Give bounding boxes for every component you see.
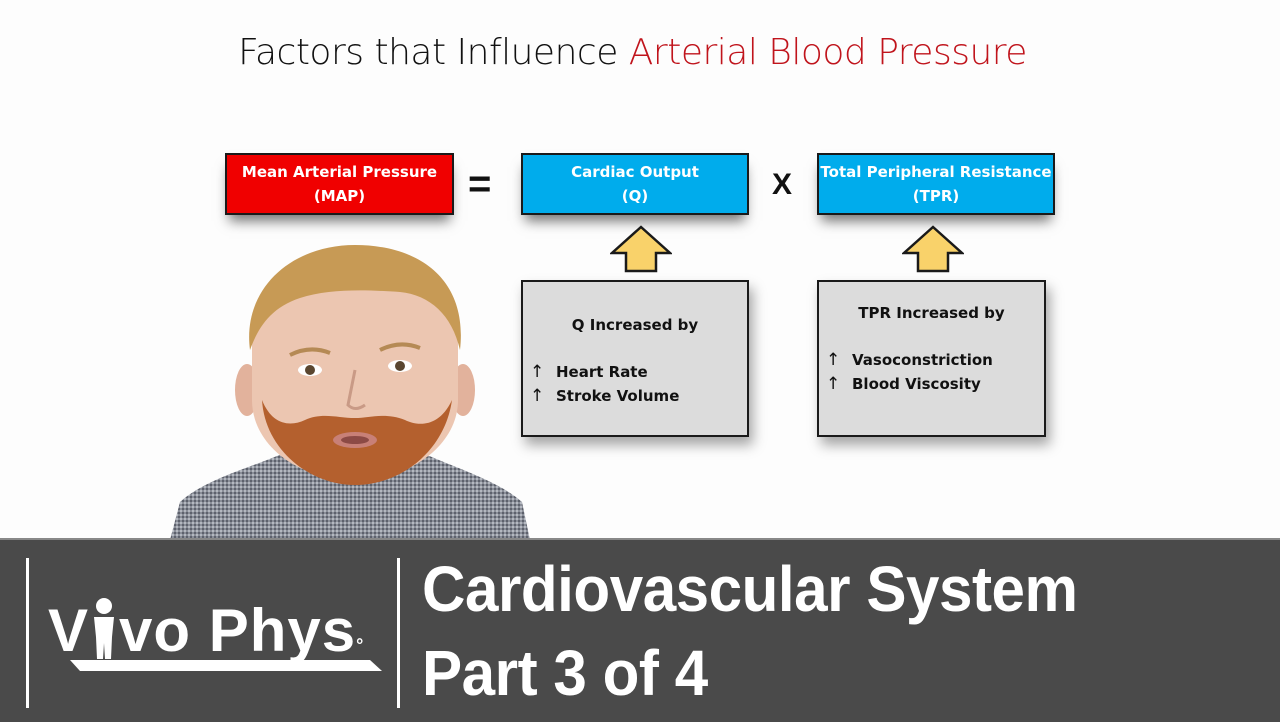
multiply-sign: X [772,168,793,201]
factor-label: Vasoconstriction [852,351,993,369]
q-increased-box: Q Increased by ↑ Heart Rate ↑ Stroke Vol… [521,280,749,437]
tpr-increased-box: TPR Increased by ↑ Vasoconstriction ↑ Bl… [817,280,1046,437]
list-item: ↑ Heart Rate [530,360,679,384]
title-banner: V vo Phys° Cardiovascular System Part 3 … [0,538,1280,722]
tpr-box: Total Peripheral Resistance (TPR) [817,153,1055,215]
map-label: Mean Arterial Pressure [241,163,438,181]
cardiac-output-abbrev: (Q) [621,187,649,205]
q-factor-list: ↑ Heart Rate ↑ Stroke Volume [530,360,679,408]
presenter-image [170,245,530,540]
cardiac-output-box: Cardiac Output (Q) [521,153,749,215]
person-icon [94,598,115,659]
equals-sign: = [468,162,492,206]
increase-arrow-icon: ↑ [826,350,841,370]
tpr-label: Total Peripheral Resistance [820,163,1052,181]
tpr-box-title: TPR Increased by [858,304,1005,322]
tpr-abbrev: (TPR) [912,187,960,205]
arrow-up-icon [902,225,964,273]
map-box: Mean Arterial Pressure (MAP) [225,153,454,215]
cardiac-output-label: Cardiac Output [571,163,699,181]
divider-left [26,558,29,708]
arrow-up-icon [610,225,672,273]
slide: Factors that Influence Arterial Blood Pr… [0,32,1265,540]
increase-arrow-icon: ↑ [530,386,545,406]
divider-middle [397,558,400,708]
increase-arrow-icon: ↑ [826,374,841,394]
list-item: ↑ Stroke Volume [530,384,679,408]
factor-label: Blood Viscosity [852,375,981,393]
increase-arrow-icon: ↑ [530,362,545,382]
factor-label: Heart Rate [556,363,648,381]
list-item: ↑ Blood Viscosity [826,372,993,396]
title-accent: Arterial Blood Pressure [628,32,1028,73]
map-abbrev: (MAP) [313,187,366,205]
q-box-title: Q Increased by [571,316,699,334]
list-item: ↑ Vasoconstriction [826,348,993,372]
logo-text: V vo Phys° [48,597,365,664]
banner-title-line2: Part 3 of 4 [422,637,708,709]
tpr-factor-list: ↑ Vasoconstriction ↑ Blood Viscosity [826,348,993,396]
vivo-phys-logo: V vo Phys° [48,582,384,692]
title-prefix: Factors that Influence [238,32,629,73]
slide-title: Factors that Influence Arterial Blood Pr… [0,32,1265,73]
factor-label: Stroke Volume [556,387,680,405]
logo-underline [70,660,382,671]
banner-title-line1: Cardiovascular System [422,553,1078,625]
